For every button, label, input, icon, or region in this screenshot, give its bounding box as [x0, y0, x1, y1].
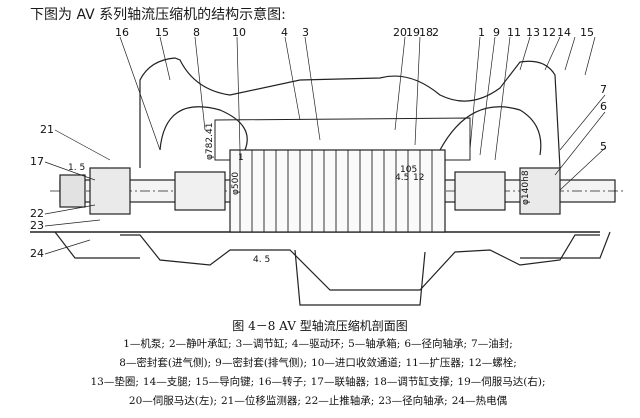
callout-5: 5 — [600, 140, 607, 153]
callout-10: 10 — [232, 26, 246, 39]
outlet-duct — [294, 249, 426, 306]
dim-stage-1: 1 — [238, 153, 244, 163]
legend-item: 19—伺服马达(右); — [457, 376, 546, 388]
callout-19: 19 — [406, 26, 420, 39]
legend-item: 6—径向轴承; — [404, 338, 468, 350]
callout-17: 17 — [30, 155, 44, 168]
dim-phi782: φ782.41 — [205, 123, 215, 160]
legend-item: 4—驱动环; — [291, 338, 345, 350]
callout-24: 24 — [30, 247, 44, 260]
legend-item: 14—支腿; — [142, 376, 192, 388]
legend-item: 10—进口收敛通道; — [311, 357, 402, 369]
base-foot-left — [54, 231, 140, 259]
callout-18: 18 — [419, 26, 433, 39]
casing-lower-outline — [120, 234, 600, 291]
legend-item: 20—伺服马达(左); — [128, 395, 217, 407]
dim-4-5: 4. 5 — [253, 255, 270, 265]
legend-item: 17—联轴器; — [310, 376, 370, 388]
legend-item: 8—密封套(进气侧); — [119, 357, 212, 369]
callout-leaders — [44, 36, 606, 255]
dim-shaft-phi: φ140h8 — [521, 170, 531, 205]
legend-item: 16—转子; — [258, 376, 307, 388]
dim-1-5-left: 1. 5 — [68, 163, 85, 173]
legend-line-2: 8—密封套(进气侧);9—密封套(排气侧);10—进口收敛通道;11—扩压器;1… — [0, 355, 640, 370]
intro-text: 下图为 AV 系列轴流压缩机的结构示意图: — [30, 7, 286, 23]
casing-inner-scroll-left — [159, 106, 248, 151]
legend-item: 11—扩压器; — [405, 357, 465, 369]
legend-item: 5—轴承箱; — [348, 338, 401, 350]
legend-item: 12—螺栓; — [468, 357, 517, 369]
callout-13: 13 — [526, 26, 540, 39]
legend-item: 21—位移监测器; — [221, 395, 301, 407]
dim-105: 105 — [400, 165, 417, 175]
dim-phi500: φ500 — [231, 172, 241, 195]
legend-item: 1—机泵; — [123, 338, 165, 350]
callout-22: 22 — [30, 207, 44, 220]
legend-item: 2—静叶承缸; — [168, 338, 232, 350]
legend-item: 9—密封套(排气侧); — [215, 357, 308, 369]
legend-item: 24—热电偶 — [451, 395, 508, 407]
coupling — [59, 174, 86, 208]
casing-upper-chamber — [214, 117, 471, 161]
bearing-right — [519, 167, 561, 215]
callout-11: 11 — [507, 26, 521, 39]
blade-rows — [239, 150, 433, 232]
callout-3: 3 — [302, 26, 309, 39]
legend-item: 18—调节缸支撑; — [373, 376, 454, 388]
callout-1: 1 — [478, 26, 485, 39]
figure-caption: 图 4－8 AV 型轴流压缩机剖面图 — [232, 319, 408, 333]
callout-2: 2 — [432, 26, 439, 39]
legend-item: 23—径向轴承; — [378, 395, 448, 407]
callout-8: 8 — [193, 26, 200, 39]
callout-4: 4 — [281, 26, 288, 39]
callout-23: 23 — [30, 219, 44, 232]
legend-line-3: 13—垫圈;14—支腿;15—导向键;16—转子;17—联轴器;18—调节缸支撑… — [0, 374, 640, 389]
rotor-body — [229, 149, 446, 233]
legend-item: 7—油封; — [471, 338, 513, 350]
dim-stage-12: 12 — [413, 173, 424, 183]
legend-item: 22—止推轴承; — [304, 395, 375, 407]
legend-line-4: 20—伺服马达(左); 21—位移监测器;22—止推轴承;23—径向轴承;24—热… — [0, 393, 640, 408]
callout-9: 9 — [493, 26, 500, 39]
legend-item: 3—调节缸; — [235, 338, 288, 350]
casing-inner-scroll-right — [439, 106, 542, 156]
bearing-left — [89, 167, 131, 215]
legend-line-1: 1—机泵;2—静叶承缸;3—调节缸;4—驱动环;5—轴承箱;6—径向轴承;7—油… — [0, 336, 640, 351]
seal-left — [174, 171, 226, 211]
callout-16: 16 — [115, 26, 129, 39]
legend-item: 15—导向键; — [195, 376, 255, 388]
callout-14: 14 — [557, 26, 571, 39]
casing-upper-outline — [139, 57, 561, 169]
base-foot-right — [520, 231, 611, 259]
dim-4-5-b: 4.5 — [395, 173, 409, 183]
callout-7: 7 — [600, 83, 607, 96]
seal-right — [454, 171, 506, 211]
callout-6: 6 — [600, 100, 607, 113]
callout-15-right: 15 — [580, 26, 594, 39]
callout-20: 20 — [393, 26, 407, 39]
legend-item: 13—垫圈; — [90, 376, 139, 388]
callout-21: 21 — [40, 123, 54, 136]
callout-12: 12 — [542, 26, 556, 39]
callout-15-left: 15 — [155, 26, 169, 39]
